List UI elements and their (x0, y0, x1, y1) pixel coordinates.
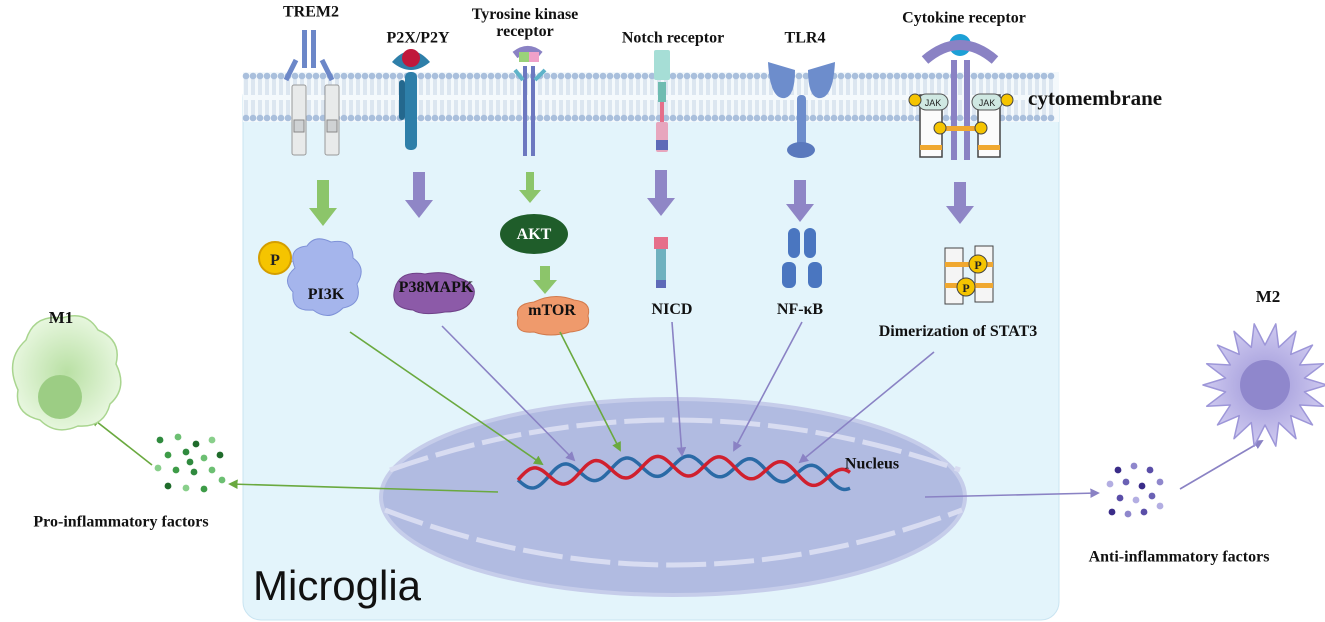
cytokine-receptor: JAK JAK (908, 34, 1014, 160)
arrow-pi3k-nucleus (349, 331, 544, 466)
arrow-nicd-nucleus (671, 321, 687, 457)
microglia-label: Microglia (253, 562, 422, 609)
mtor-molecule (516, 296, 590, 336)
nucleus (379, 397, 967, 597)
akt-molecule (500, 214, 568, 254)
dna-helix (516, 454, 852, 492)
arrow-notch-down (647, 170, 675, 216)
stat3-dimer: P P (944, 245, 994, 305)
arrow-cytokine-down (946, 182, 974, 224)
nicd-molecule (654, 237, 668, 288)
receptor-label-notch: Notch receptor (621, 29, 725, 47)
nfkb-molecule (782, 228, 822, 288)
arrow-p2x-down (405, 172, 433, 218)
cytomembrane-label: cytomembrane (1028, 85, 1163, 110)
nucleus-label: Nucleus (844, 455, 900, 473)
jak-label-left: JAK (925, 98, 942, 108)
receptor-label-cytokine: Cytokine receptor (902, 9, 1026, 27)
receptor-label-trem2: TREM2 (283, 3, 339, 21)
notch-receptor (654, 50, 670, 152)
arrow-trem2-down (309, 180, 337, 226)
arrow-nfkb-nucleus (733, 321, 803, 452)
receptor-label-tyrosine-kinase: Tyrosine kinase receptor (471, 6, 579, 40)
pro-inflammatory-factor-dots (154, 433, 226, 493)
m1-cell (11, 315, 122, 431)
arrow-tlr4-down (786, 180, 814, 222)
receptor-label-tlr4: TLR4 (784, 29, 826, 47)
p38mapk-molecule (393, 272, 475, 315)
arrow-nucleus-pro-inflammatory (228, 479, 499, 493)
arrow-tyrosine-down (519, 172, 541, 203)
pi3k-phospho-p: P (270, 252, 280, 269)
arrow-mtor-nucleus (559, 331, 621, 452)
anti-inflammatory-factor-dots (1106, 462, 1164, 518)
trem2-receptor (283, 30, 340, 156)
pro-inflammatory-label: Pro-inflammatory factors (33, 513, 209, 531)
tyrosine-kinase-receptor (512, 46, 547, 156)
stat3-phospho-p2: P (962, 281, 969, 295)
arrow-anti-inflammatory-m2 (1179, 440, 1264, 490)
nfkb-label: NF-κB (776, 301, 824, 318)
arrow-stat3-nucleus (798, 351, 935, 464)
pi3k-molecule: P (258, 238, 362, 316)
arrow-p38mapk-nucleus (441, 325, 576, 462)
stat3-dimer-label: Dimerization of STAT3 (878, 323, 1038, 340)
arrow-nucleus-anti-inflammatory (924, 488, 1100, 498)
arrow-akt-down (533, 266, 557, 294)
pi3k-label: PI3K (307, 286, 345, 303)
anti-inflammatory-label: Anti-inflammatory factors (1088, 548, 1270, 566)
receptor-label-p2xp2y: P2X/P2Y (386, 29, 450, 47)
jak-label-right: JAK (979, 98, 996, 108)
p2xp2y-receptor (392, 49, 430, 150)
tlr4-receptor (768, 62, 835, 158)
m2-cell (1202, 323, 1325, 447)
m1-label: M1 (48, 308, 74, 328)
akt-label: AKT (516, 226, 552, 243)
arrow-pro-inflammatory-m1 (90, 416, 153, 466)
stat3-phospho-p1: P (974, 258, 981, 272)
p38mapk-label: P38MAPK (398, 279, 474, 296)
m2-label: M2 (1255, 287, 1281, 307)
nicd-label: NICD (651, 301, 693, 318)
mtor-label: mTOR (528, 302, 576, 319)
